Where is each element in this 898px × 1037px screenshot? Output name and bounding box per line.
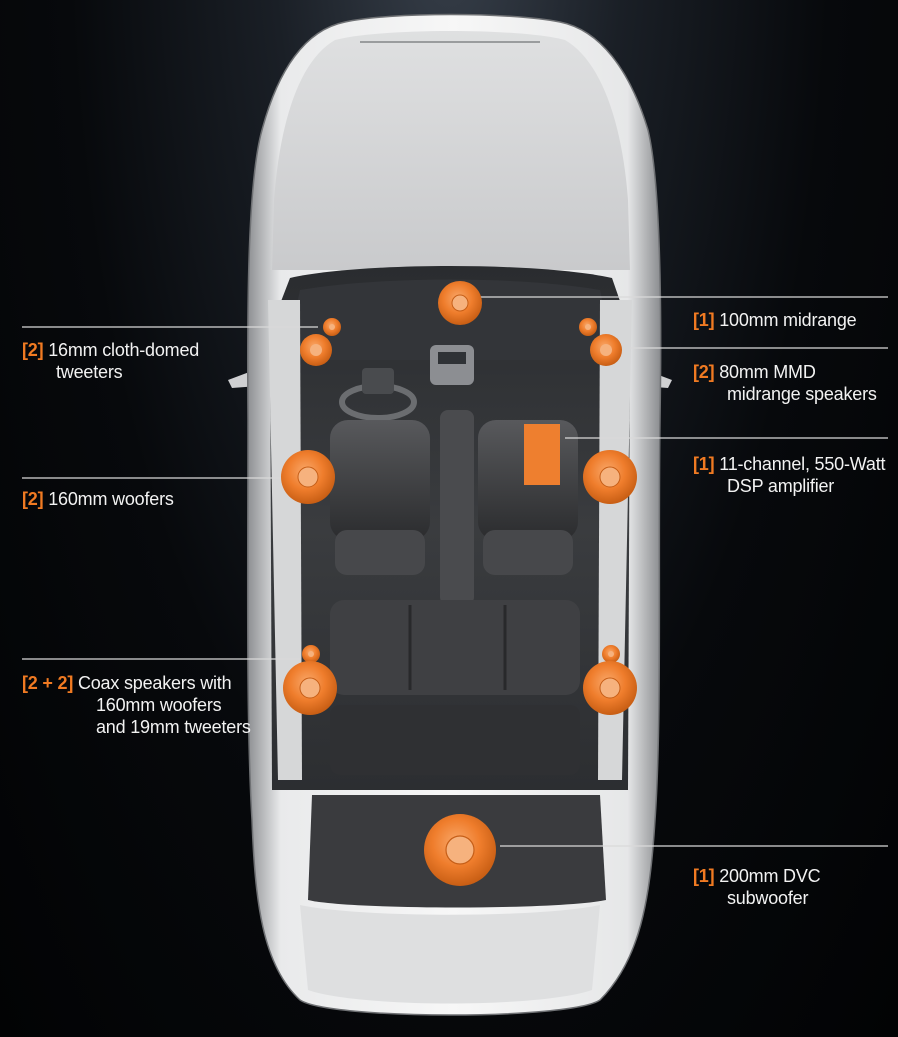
callout-text: DSP amplifier (727, 476, 835, 496)
callout-count: [2] (22, 340, 44, 360)
front-left-seat (330, 420, 430, 540)
speaker-80mm-right (590, 334, 622, 366)
rear-seat (330, 600, 580, 695)
speaker-coax-woofer-left (283, 661, 337, 715)
callout-80mm-mmd: [2] 80mm MMD midrange speakers (693, 361, 877, 405)
callout-text: tweeters (56, 362, 123, 382)
callout-100mm-midrange: [1] 100mm midrange (693, 309, 857, 331)
speaker-160mm-woofer-right (583, 450, 637, 504)
callout-160mm-woofers: [2] 160mm woofers (22, 488, 174, 510)
callout-text: 80mm MMD (719, 362, 816, 382)
callout-dsp-amplifier: [1] 11-channel, 550-Watt DSP amplifier (693, 453, 886, 497)
callout-text: subwoofer (727, 888, 809, 908)
center-console (440, 410, 474, 605)
speaker-coax-tweeter-left (302, 645, 320, 663)
speaker-tweeter-left (323, 318, 341, 336)
dsp-amplifier (524, 424, 560, 485)
callout-text: 16mm cloth-domed (48, 340, 200, 360)
speaker-coax-woofer-right (583, 661, 637, 715)
callout-text: and 19mm tweeters (96, 717, 251, 737)
speaker-tweeter-right (579, 318, 597, 336)
callout-count: [1] (693, 454, 715, 474)
callout-text: 160mm woofers (96, 695, 222, 715)
callout-coax-speakers: [2 + 2] Coax speakers with 160mm woofers… (22, 672, 251, 738)
callout-text: 11-channel, 550-Watt (719, 454, 886, 474)
center-console-display (430, 345, 474, 385)
speaker-coax-tweeter-right (602, 645, 620, 663)
callout-count: [1] (693, 310, 715, 330)
callout-200mm-subwoofer: [1] 200mm DVC subwoofer (693, 865, 821, 909)
callout-text: Coax speakers with (77, 673, 232, 693)
callout-text: 200mm DVC (719, 866, 821, 886)
callout-text: 100mm midrange (719, 310, 857, 330)
speaker-200mm-subwoofer (424, 814, 496, 886)
callout-count: [2 + 2] (22, 673, 74, 693)
callout-text: 160mm woofers (48, 489, 174, 509)
callout-count: [1] (693, 866, 715, 886)
leader-lines (22, 296, 888, 847)
callout-text: midrange speakers (727, 384, 877, 404)
hood (272, 31, 630, 270)
callout-count: [2] (693, 362, 715, 382)
speaker-100mm-midrange (438, 281, 482, 325)
speaker-160mm-woofer-left (281, 450, 335, 504)
callout-16mm-tweeters: [2] 16mm cloth-domed tweeters (22, 339, 199, 383)
callout-count: [2] (22, 489, 44, 509)
speaker-80mm-left (300, 334, 332, 366)
